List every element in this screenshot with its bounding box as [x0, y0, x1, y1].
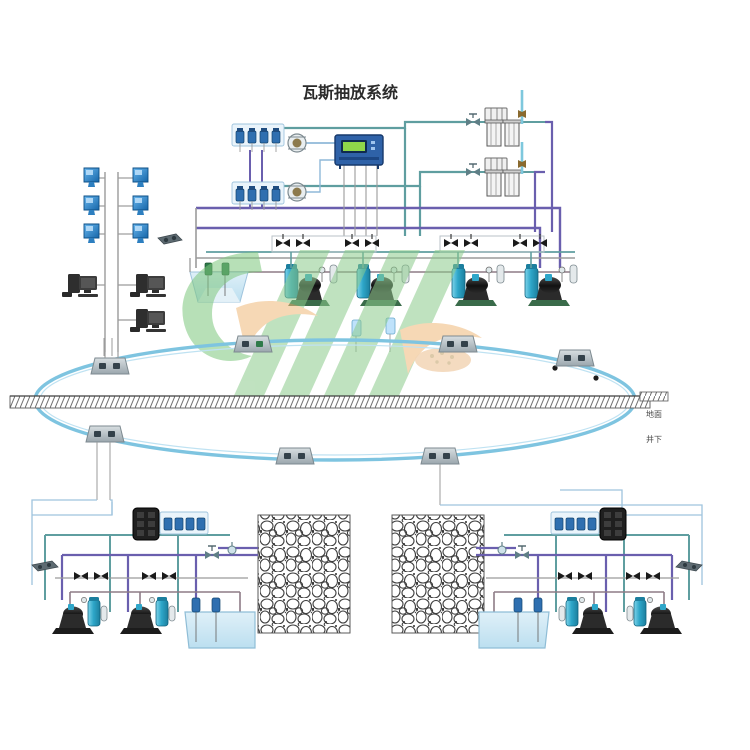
station-water-tank-left [184, 597, 256, 649]
station-pump-right-2[interactable] [558, 597, 614, 634]
butterfly-valves[interactable] [276, 234, 547, 247]
pc-workstations[interactable] [62, 274, 166, 332]
diagram-title: 瓦斯抽放系统 [302, 83, 398, 102]
plc-control-cabinet[interactable] [334, 134, 384, 169]
filter-columns-upper [484, 119, 522, 147]
monitor-6[interactable] [118, 223, 149, 243]
monitor-4[interactable] [118, 195, 149, 215]
station-controller-right[interactable] [599, 507, 627, 541]
depth-labels: 地面 井下 [639, 391, 669, 444]
station-switch-icon-right [675, 560, 703, 572]
ring-node-south-west[interactable] [85, 425, 125, 500]
station-butterfly-valves-left[interactable] [74, 572, 176, 580]
inline-flange-lower [287, 182, 307, 202]
ring-node-substations[interactable] [85, 335, 595, 505]
inlet-valve-lower[interactable] [466, 163, 480, 176]
ring-marker-b [593, 375, 599, 381]
pipe-purple-trunk-1 [196, 206, 562, 268]
station-pump-left-1[interactable] [52, 597, 108, 634]
ring-node-east[interactable] [555, 349, 595, 367]
pump-unit-4[interactable] [524, 252, 578, 306]
underground-station-right [476, 502, 703, 649]
station-inline-valves-right[interactable] [497, 542, 529, 559]
pipe-teal-upper [262, 120, 470, 130]
ring-to-station-links [31, 489, 703, 515]
outlet-valve-lower[interactable] [518, 160, 526, 168]
label-hatch-marker [639, 391, 669, 402]
underground-station-left [31, 502, 258, 649]
separator-unit-upper [462, 90, 545, 147]
station-pump-right-1[interactable] [626, 597, 682, 634]
ring-node-north-west[interactable] [233, 335, 273, 353]
station-pump-left-2[interactable] [120, 597, 176, 634]
transmitter-rack-lower[interactable] [231, 181, 285, 210]
monitor-3[interactable] [83, 195, 105, 215]
pump-unit-3[interactable] [451, 252, 505, 306]
network-switch-icon [157, 233, 183, 245]
workstation-3[interactable] [118, 309, 166, 332]
pipe-purple-trunk-2 [196, 226, 542, 268]
station-controller-left[interactable] [132, 507, 160, 541]
inline-flange-upper [287, 133, 307, 153]
tank-probes-right [513, 597, 543, 642]
transmitter-units [235, 186, 281, 202]
transmitter-units [235, 128, 281, 144]
surface-to-ring-feeders [104, 352, 119, 358]
station-butterfly-valves-right[interactable] [558, 572, 660, 580]
ground-surface-hatching [9, 395, 651, 409]
ring-node-west[interactable] [90, 338, 130, 375]
station-transmitters-right[interactable] [550, 511, 600, 535]
cabinet-io-lines [343, 165, 378, 236]
monitor-1[interactable] [83, 167, 105, 187]
station-inline-valves-left[interactable] [205, 542, 237, 559]
label-surface: 地面 [646, 409, 662, 419]
label-underground: 井下 [646, 434, 662, 444]
inlet-valve-upper[interactable] [466, 113, 480, 126]
pipe-teal-lower [262, 170, 470, 188]
drum-lower [484, 157, 508, 172]
ring-node-north-east[interactable] [438, 335, 478, 353]
monitor-2[interactable] [118, 167, 149, 187]
ring-marker-a [552, 365, 558, 371]
workstation-2[interactable] [118, 274, 166, 297]
filter-columns-lower [484, 169, 522, 197]
workstation-1[interactable] [62, 274, 105, 297]
ring-node-south-east[interactable] [420, 447, 460, 505]
drum-upper [484, 107, 508, 122]
coal-seam-left [257, 514, 351, 634]
pressure-gauge-3 [485, 266, 493, 282]
signal-line-flange-lower [306, 159, 335, 193]
monitor-5[interactable] [83, 223, 105, 243]
station-transmitters-left[interactable] [159, 511, 209, 535]
tank-probes-left [191, 597, 221, 642]
company-watermark [182, 250, 482, 400]
station-water-tank-right [478, 597, 550, 649]
transmitter-rack-upper[interactable] [231, 123, 285, 152]
ring-node-south-mid[interactable] [275, 447, 315, 465]
outlet-valve-upper[interactable] [518, 110, 526, 118]
operator-monitors[interactable] [83, 167, 149, 243]
coal-seam-right [391, 514, 485, 634]
scada-operator-cluster [62, 167, 183, 352]
cabinet-lcd-screen [343, 142, 365, 151]
piping-right [476, 502, 703, 630]
separator-return-lines [533, 120, 554, 232]
separator-unit-lower [462, 142, 545, 197]
station-switch-icon-left [31, 560, 59, 572]
pressure-gauge-4 [558, 266, 566, 282]
